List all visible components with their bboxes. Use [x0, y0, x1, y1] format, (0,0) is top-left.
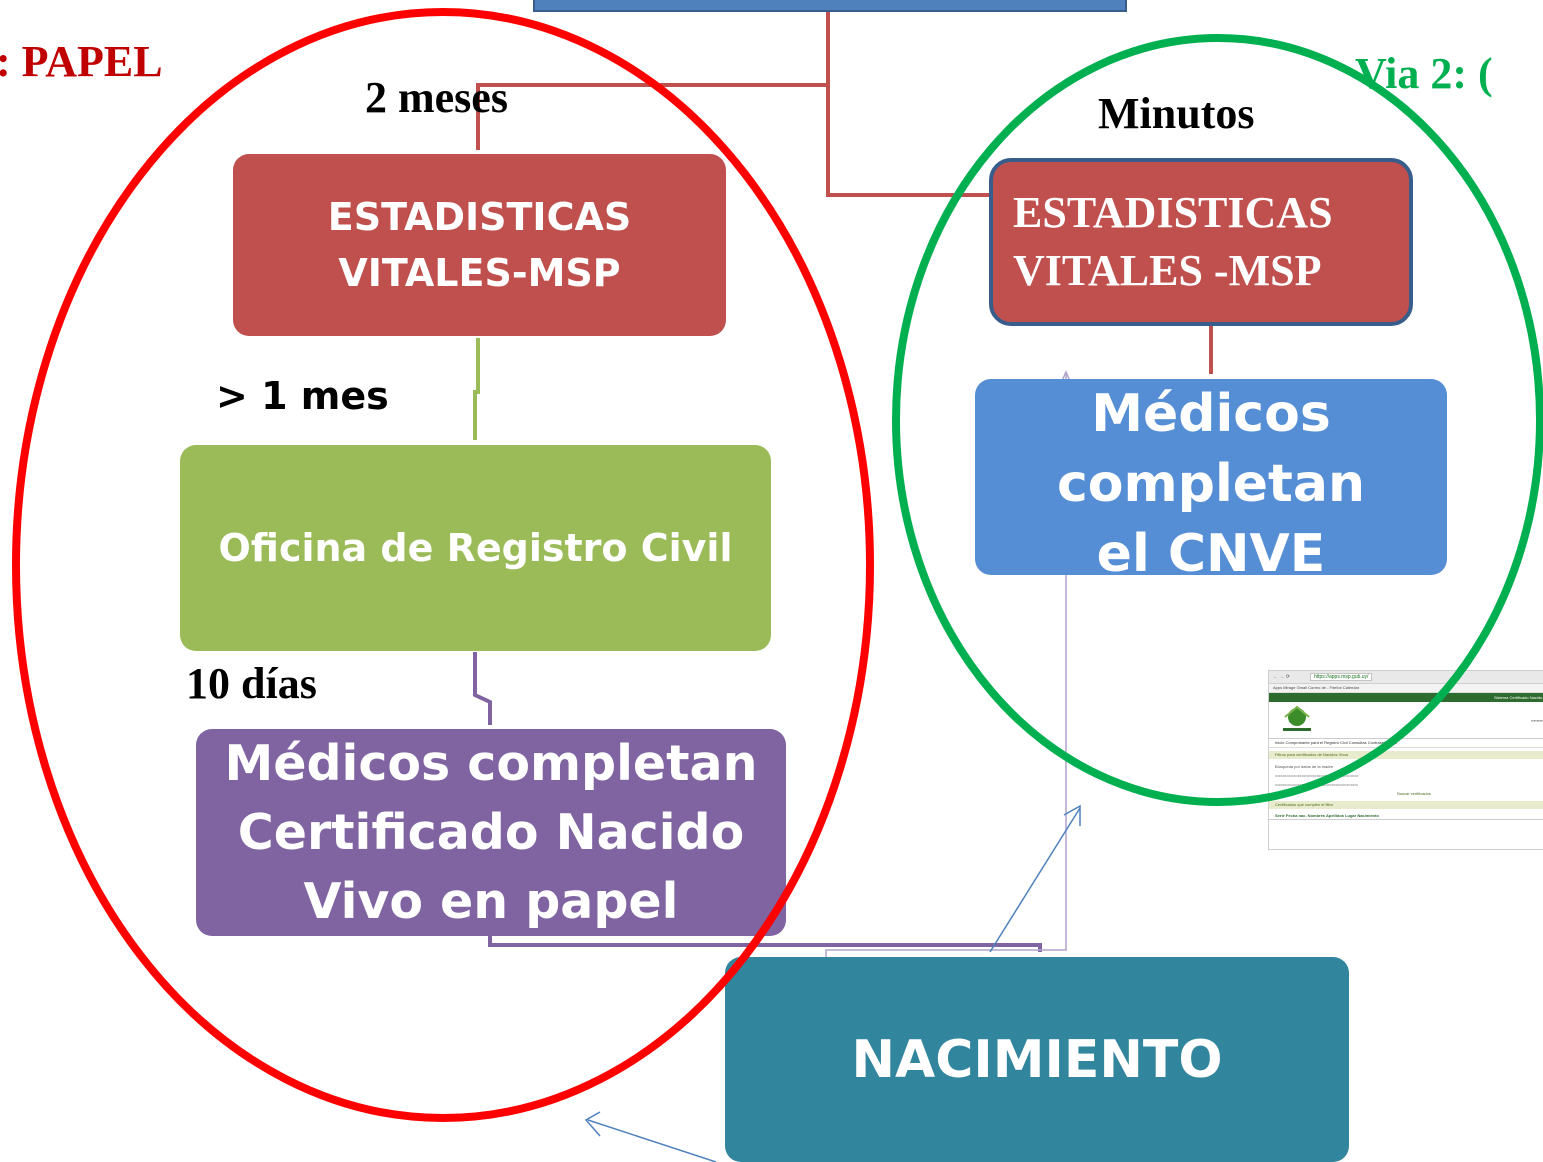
time-ten-days: 10 días: [186, 659, 317, 708]
connector-estadisticas-registro: [473, 338, 480, 440]
search-label: Búsqueda por datos de la madre: [1275, 764, 1334, 769]
section-certificados: Certificados que cumplen el filtro: [1269, 801, 1543, 809]
box-medicos-cnve: Médicos completan el CNVE: [975, 379, 1447, 584]
time-minutes: Minutos: [1098, 89, 1255, 138]
section-filtros: Filtros para certificados de Nacidos Viv…: [1269, 751, 1543, 759]
form-row: ▭▭▭▭▭▭▭▭▭▭▭▭▭▭▭▭▭▭▭▭▭▭: [1275, 773, 1359, 778]
buscar-button: Buscar certificados: [1397, 791, 1431, 796]
form-row: ▭▭▭▭▭▭▭▭▭▭▭▭▭▭▭▭▭▭▭▭▭▭: [1275, 782, 1359, 787]
box-oficina-registro-civil: Oficina de Registro Civil: [180, 445, 771, 651]
box-medicos-papel: Médicos completan Certificado Nacido Viv…: [196, 729, 786, 936]
right-title: Via 2: (: [1355, 49, 1493, 98]
system-title-bar: Sistema Certificado Nacido Vivo: [1269, 693, 1543, 702]
arrow-to-screenshot: [989, 807, 1081, 953]
box-estadisticas-vitales-right: ESTADISTICAS VITALES -MSP: [989, 158, 1413, 326]
left-title: : PAPEL: [0, 37, 163, 86]
url-field: https://apps.msp.gub.uy/: [1309, 673, 1373, 681]
box-estadisticas-vitales-left: ESTADISTICAS VITALES-MSP: [233, 154, 726, 336]
time-two-months: 2 meses: [365, 73, 508, 122]
table-header: Serie Fecha nac. Nombres Apellidos Lugar…: [1269, 812, 1543, 820]
browser-bar: ← → ⟳ https://apps.msp.gub.uy/: [1269, 671, 1543, 684]
bookmarks-bar: Apps Mirage Gmail Correo de - Firefox Ca…: [1269, 684, 1543, 693]
box-nacimiento: NACIMIENTO: [725, 957, 1349, 1162]
back-icon: ← → ⟳: [1273, 674, 1290, 680]
msp-logo-icon: [1283, 705, 1311, 731]
embedded-screenshot: ← → ⟳ https://apps.msp.gub.uy/ Apps Mira…: [1268, 670, 1543, 850]
arrow-to-screenshot-head: [1063, 804, 1081, 826]
screenshot-menu: Inicio Comprobante para el Registro Civi…: [1269, 739, 1543, 748]
arrow-to-paper: [587, 1119, 717, 1162]
connector-registro-medicos: [473, 652, 492, 725]
header-info: ▪▪▪▪▪▪▪▪▪▪▪▪▪▪: [1531, 717, 1543, 723]
screenshot-header: ▪▪▪▪▪▪▪▪▪▪▪▪▪▪: [1269, 702, 1543, 739]
time-over-one-month: > 1 mes: [216, 374, 389, 418]
